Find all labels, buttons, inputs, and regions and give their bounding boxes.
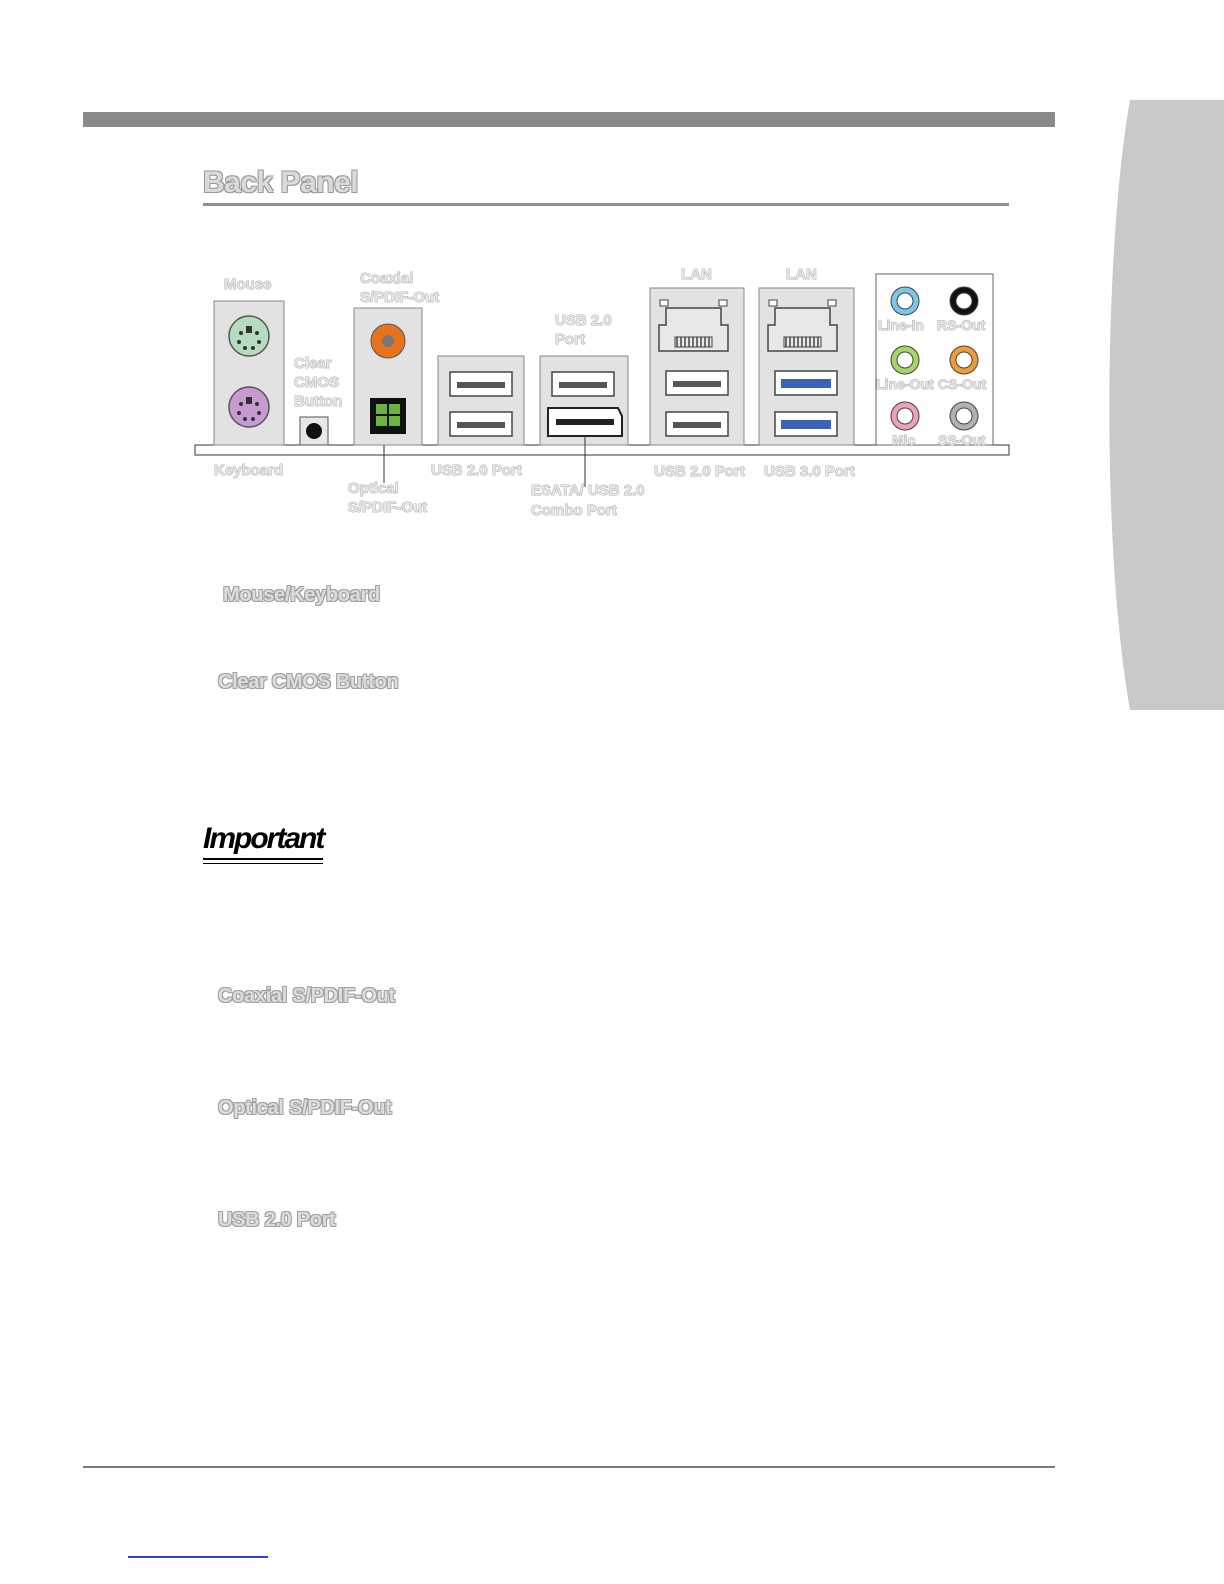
label-optical-1: Optical (348, 480, 399, 497)
footer-rule (83, 1466, 1055, 1468)
clear-cmos-button-icon (306, 423, 322, 439)
label-keyboard: Keyboard (214, 462, 283, 479)
label-mic: Mic (892, 432, 916, 448)
usb20-port-icon (449, 371, 513, 397)
label-optical-2: S/PDIF-Out (348, 499, 427, 516)
label-esata-2: Combo Port (531, 502, 617, 519)
usb20-port-icon (665, 370, 729, 396)
back-panel-diagram: Mouse Keyboard Clear CMOS Button Coaxial… (194, 266, 1010, 519)
label-cmos: CMOS (294, 374, 339, 391)
label-usb20-top-2: Port (555, 331, 585, 348)
section-heading-mouse-keyboard: Mouse/Keyboard (223, 584, 380, 606)
mouse-port-icon (228, 315, 270, 357)
label-lan-b: LAN (786, 266, 817, 283)
esata-port-icon (547, 407, 623, 437)
usb20-port-icon (665, 411, 729, 437)
label-lan-a: LAN (681, 266, 712, 283)
important-underline (203, 863, 323, 864)
label-coaxial-2: S/PDIF-Out (360, 289, 439, 306)
usb20-port-icon (449, 411, 513, 437)
label-mouse: Mouse (224, 276, 272, 293)
important-heading: Important (203, 822, 325, 855)
header-bar (83, 112, 1055, 127)
lan-port-icon (658, 307, 729, 352)
label-rs-out: RS-Out (937, 317, 986, 333)
keyboard-port-icon (228, 386, 270, 428)
section-heading-optical: Optical S/PDIF-Out (218, 1097, 392, 1119)
label-clear: Clear (294, 355, 332, 372)
usb30-port-icon (774, 411, 838, 437)
page-title: Back Panel (203, 166, 359, 199)
label-button: Button (294, 393, 342, 410)
label-usb20-port-a: USB 2.0 Port (431, 462, 522, 479)
section-heading-usb20: USB 2.0 Port (218, 1209, 336, 1231)
important-underline (203, 858, 323, 860)
label-line-out: Line-Out (876, 376, 934, 392)
label-cs-out: CS-Out (938, 376, 987, 392)
title-rule (203, 203, 1009, 206)
label-usb30-port: USB 3.0 Port (764, 463, 855, 480)
lan-port-icon (767, 307, 838, 352)
label-usb20-top-1: USB 2.0 (555, 312, 612, 329)
label-usb20-port-b: USB 2.0 Port (654, 463, 745, 480)
chapter-side-tab (1109, 100, 1224, 710)
section-heading-clear-cmos: Clear CMOS Button (218, 671, 399, 693)
label-line-in: Line-In (878, 317, 924, 333)
label-esata-1: ESATA/ USB 2.0 (531, 482, 645, 499)
label-ss-out: SS-Out (938, 432, 986, 448)
label-coaxial-1: Coaxial (360, 270, 413, 287)
panel-baseline (194, 444, 1010, 456)
usb30-port-icon (774, 370, 838, 396)
footer-link-underline[interactable] (128, 1556, 268, 1558)
usb20-port-icon (551, 371, 615, 397)
section-heading-coaxial: Coaxial S/PDIF-Out (218, 985, 395, 1007)
